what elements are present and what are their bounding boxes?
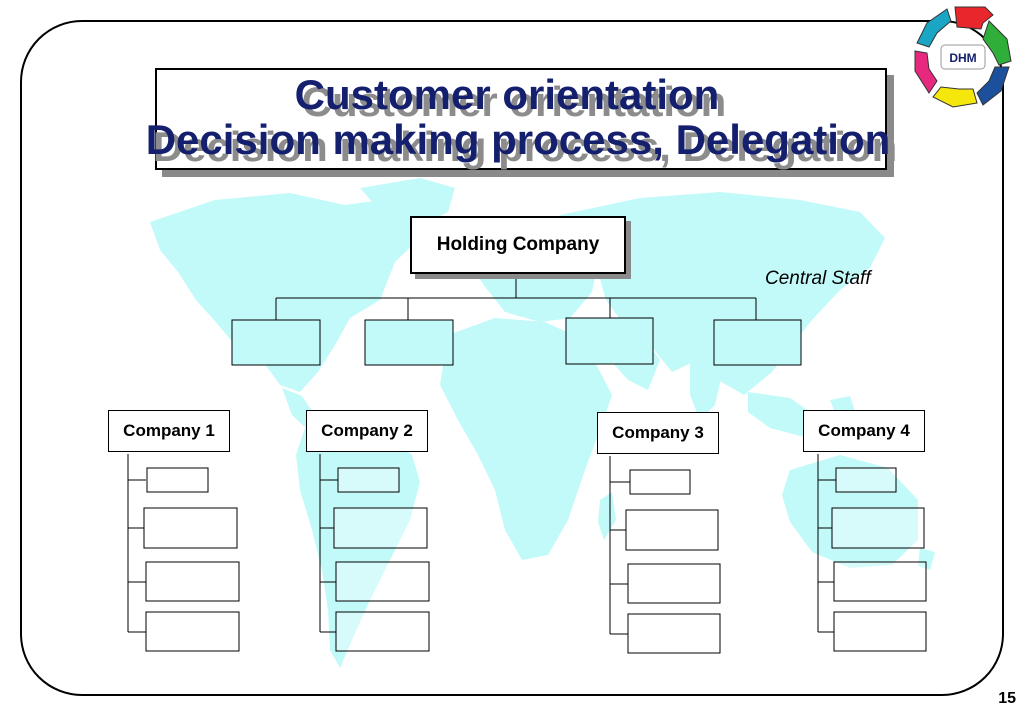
- title-line-1: Customer orientation: [294, 71, 720, 118]
- sub-unit-c4-2: [831, 507, 925, 549]
- company-box-3: Company 3: [597, 412, 719, 454]
- org-connectors: [127, 276, 836, 635]
- title-box: [155, 68, 887, 170]
- sub-unit-c1-3: [145, 561, 240, 602]
- central-staff-unit-4: [713, 319, 802, 366]
- page-number: 15: [998, 690, 1016, 707]
- sub-unit-c4-4: [833, 611, 927, 652]
- central-staff-unit-2: [364, 319, 454, 366]
- title-line-1-shadow: Customer orientation: [301, 78, 727, 125]
- title-line-2-shadow: Decision making process, Delegation: [152, 123, 898, 170]
- sub-unit-c2-2: [333, 507, 428, 549]
- holding-company-box: Holding Company: [410, 216, 626, 274]
- sub-unit-c3-1: [629, 469, 691, 495]
- company-box-2: Company 2: [306, 410, 428, 452]
- title-line-2: Decision making process, Delegation: [145, 116, 891, 163]
- logo-text: DHM: [949, 51, 976, 65]
- sub-unit-c3-4: [627, 613, 721, 654]
- sub-unit-c4-3: [833, 561, 927, 602]
- sub-unit-c4-1: [835, 467, 897, 493]
- dhm-cycle-arrows-logo-icon: DHM: [914, 6, 1012, 108]
- central-staff-unit-1: [231, 319, 321, 366]
- sub-unit-c1-2: [143, 507, 238, 549]
- central-staff-label: Central Staff: [765, 268, 871, 289]
- sub-unit-c2-3: [335, 561, 430, 602]
- company-box-1: Company 1: [108, 410, 230, 452]
- sub-unit-c1-1: [146, 467, 209, 493]
- sub-unit-c2-4: [335, 611, 430, 652]
- sub-unit-c1-4: [145, 611, 240, 652]
- sub-unit-c3-2: [625, 509, 719, 551]
- slide-frame: [20, 20, 1004, 696]
- company-box-4: Company 4: [803, 410, 925, 452]
- sub-unit-c2-1: [337, 467, 400, 493]
- central-staff-unit-3: [565, 317, 654, 365]
- sub-unit-c3-3: [627, 563, 721, 604]
